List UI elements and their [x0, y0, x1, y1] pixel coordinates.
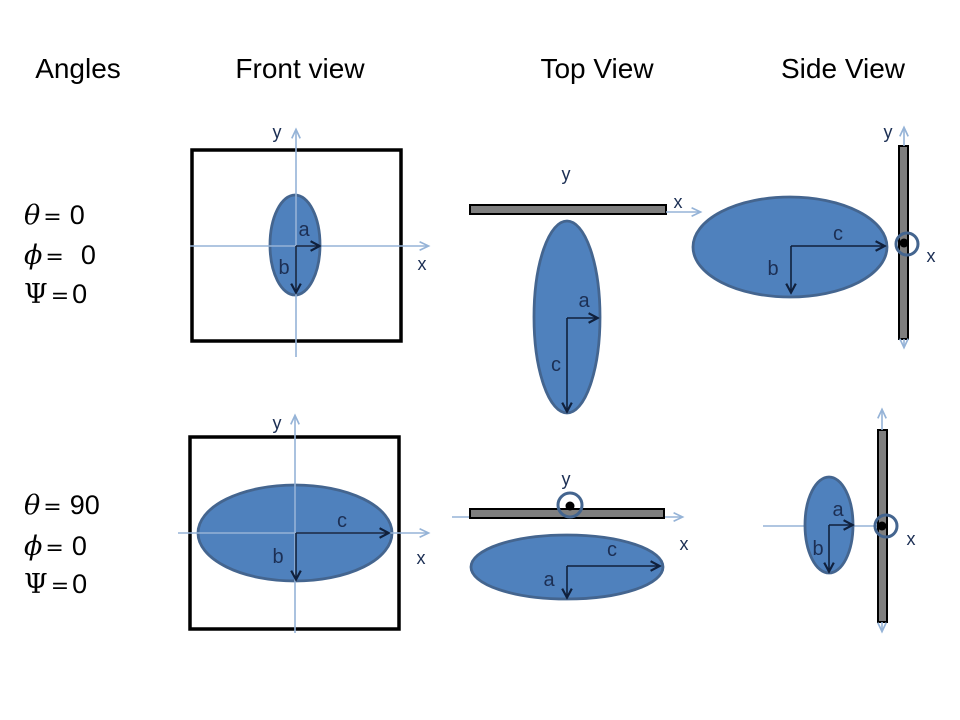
equals-sign: = [43, 495, 62, 520]
x-axis-out-of-page-dot [899, 238, 909, 248]
semi-axis-label-vertical: b [767, 258, 778, 280]
y-axis-out-of-page-ring [556, 491, 584, 519]
angle-phi-row1: ϕ= 0 [24, 240, 96, 271]
psi-value: 0 [72, 569, 88, 599]
front-view-row2: y x c b [178, 413, 428, 633]
side-view-row2: x a b [763, 410, 916, 631]
column-header-front-view: Front view [235, 53, 365, 84]
theta-value: 90 [69, 490, 100, 520]
ellipsoid-side-row1 [691, 195, 889, 299]
semi-axis-label-horizontal: a [578, 290, 590, 312]
theta-value: 0 [69, 200, 85, 230]
x-axis-out-of-page-ring [873, 513, 899, 539]
angle-phi-row2: ϕ= 0 [24, 531, 87, 562]
top-view-row2: y x c a [452, 469, 689, 601]
x-axis-label: x [927, 246, 936, 266]
top-view-row1: y x a c [469, 164, 700, 415]
semi-axis-label-vertical: b [812, 538, 823, 560]
theta-symbol: θ [24, 490, 41, 521]
angle-theta-row1: θ= 0 [24, 200, 85, 231]
ellipsoid-front-row1 [268, 193, 322, 297]
y-axis-out-of-page-dot [565, 501, 575, 511]
x-axis-label: x [907, 529, 916, 549]
front-view-row1: y x a b [190, 122, 428, 357]
phi-symbol: ϕ [24, 531, 43, 562]
phi-symbol: ϕ [24, 240, 43, 271]
x-axis-label: x [418, 254, 427, 274]
semi-axis-label-vertical: c [551, 354, 561, 376]
theta-symbol: θ [24, 200, 41, 231]
screen-bar-edge-on [469, 204, 667, 215]
y-axis-label: y [562, 164, 571, 184]
psi-symbol: Ψ [24, 279, 48, 310]
x-axis-out-of-page-ring [894, 231, 920, 257]
equals-sign: = [50, 284, 70, 309]
equals-sign: = [50, 574, 70, 599]
y-axis-label: y [562, 469, 571, 489]
psi-value: 0 [72, 279, 88, 309]
column-header-side-view: Side View [780, 53, 906, 84]
semi-axis-label-horizontal: c [607, 539, 617, 561]
semi-axis-label-horizontal: a [832, 499, 844, 521]
equals-sign: = [45, 245, 64, 270]
phi-value: 0 [80, 240, 96, 270]
semi-axis-label-horizontal: c [337, 510, 347, 532]
column-header-top-view: Top View [540, 53, 654, 84]
x-axis-label: x [674, 192, 683, 212]
x-axis-out-of-page-dot [877, 521, 887, 531]
semi-axis-label-vertical: b [272, 546, 283, 568]
angle-psi-row1: Ψ=0 [24, 279, 87, 310]
angle-theta-row2: θ= 90 [24, 490, 100, 521]
y-axis-label: y [884, 122, 893, 142]
semi-axis-label-horizontal: c [833, 223, 843, 245]
phi-value: 0 [71, 531, 87, 561]
angle-psi-row2: Ψ=0 [24, 569, 87, 600]
semi-axis-label-horizontal: a [298, 219, 310, 241]
equals-sign: = [45, 536, 64, 561]
y-axis-label: y [273, 122, 282, 142]
column-header-angles: Angles [35, 53, 121, 84]
semi-axis-label-vertical: a [543, 569, 555, 591]
psi-symbol: Ψ [24, 569, 48, 600]
semi-axis-label-vertical: b [278, 257, 289, 279]
x-axis-label: x [680, 534, 689, 554]
side-view-row1: y x c b [691, 122, 936, 347]
y-axis-label: y [273, 413, 282, 433]
equals-sign: = [43, 205, 62, 230]
x-axis-label: x [417, 548, 426, 568]
